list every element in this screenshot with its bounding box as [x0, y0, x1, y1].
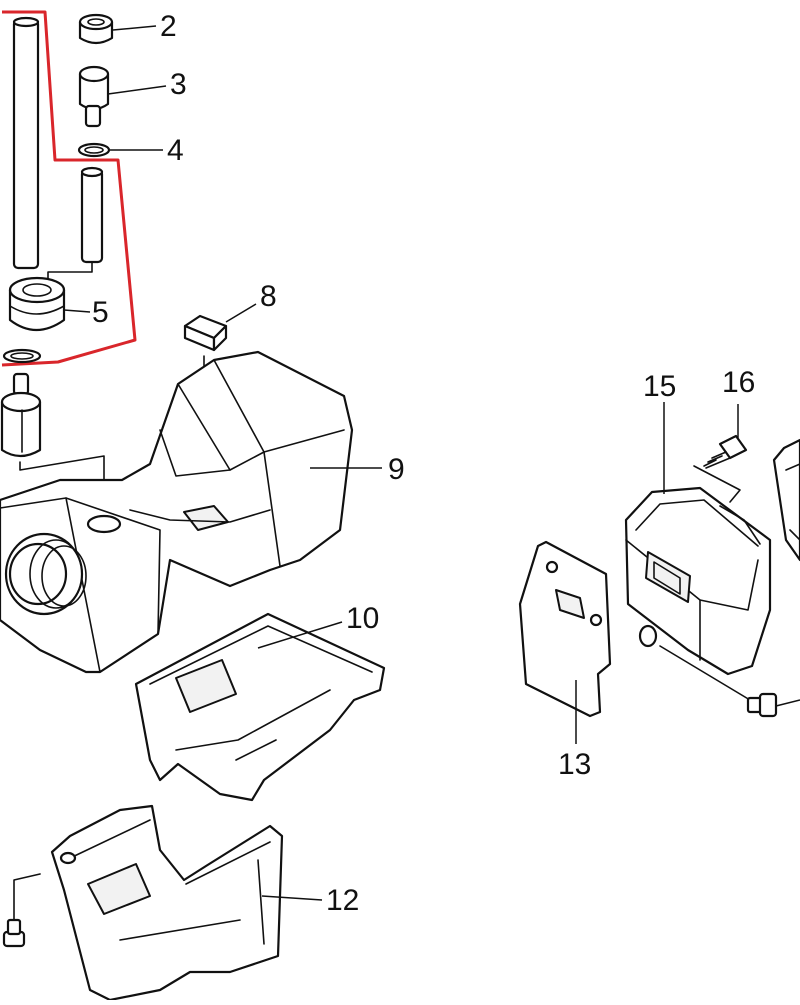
highlight-outline [1, 10, 137, 367]
part-4-oring [77, 142, 111, 158]
fuel-filter [0, 372, 42, 458]
callout-12: 12 [326, 884, 360, 917]
heat-shield-partial [772, 438, 800, 562]
callout-2: 2 [160, 10, 177, 43]
callout-4: 4 [167, 134, 184, 167]
part-9-tank [0, 350, 354, 674]
callout-8: 8 [260, 280, 277, 313]
fuel-hose [12, 16, 40, 270]
part-10-cover [134, 612, 386, 802]
part-3-fitting [78, 65, 110, 128]
part-13-gasket [518, 540, 612, 718]
part-5-connector [8, 276, 66, 332]
part-8-cap [183, 314, 228, 352]
callout-15: 15 [643, 370, 677, 403]
screw-left [2, 873, 41, 948]
part-2-cap [78, 13, 114, 45]
callout-16: 16 [722, 366, 756, 399]
short-hose [80, 166, 104, 264]
part-16-screw [703, 434, 748, 469]
small-oring [2, 348, 42, 364]
callout-5: 5 [92, 296, 109, 329]
callout-9: 9 [388, 453, 405, 486]
callout-13: 13 [558, 748, 592, 781]
screw-right [659, 645, 800, 718]
callout-10: 10 [346, 602, 380, 635]
part-15-muffler [624, 486, 772, 676]
callout-3: 3 [170, 68, 187, 101]
part-12-cover [50, 804, 284, 1002]
